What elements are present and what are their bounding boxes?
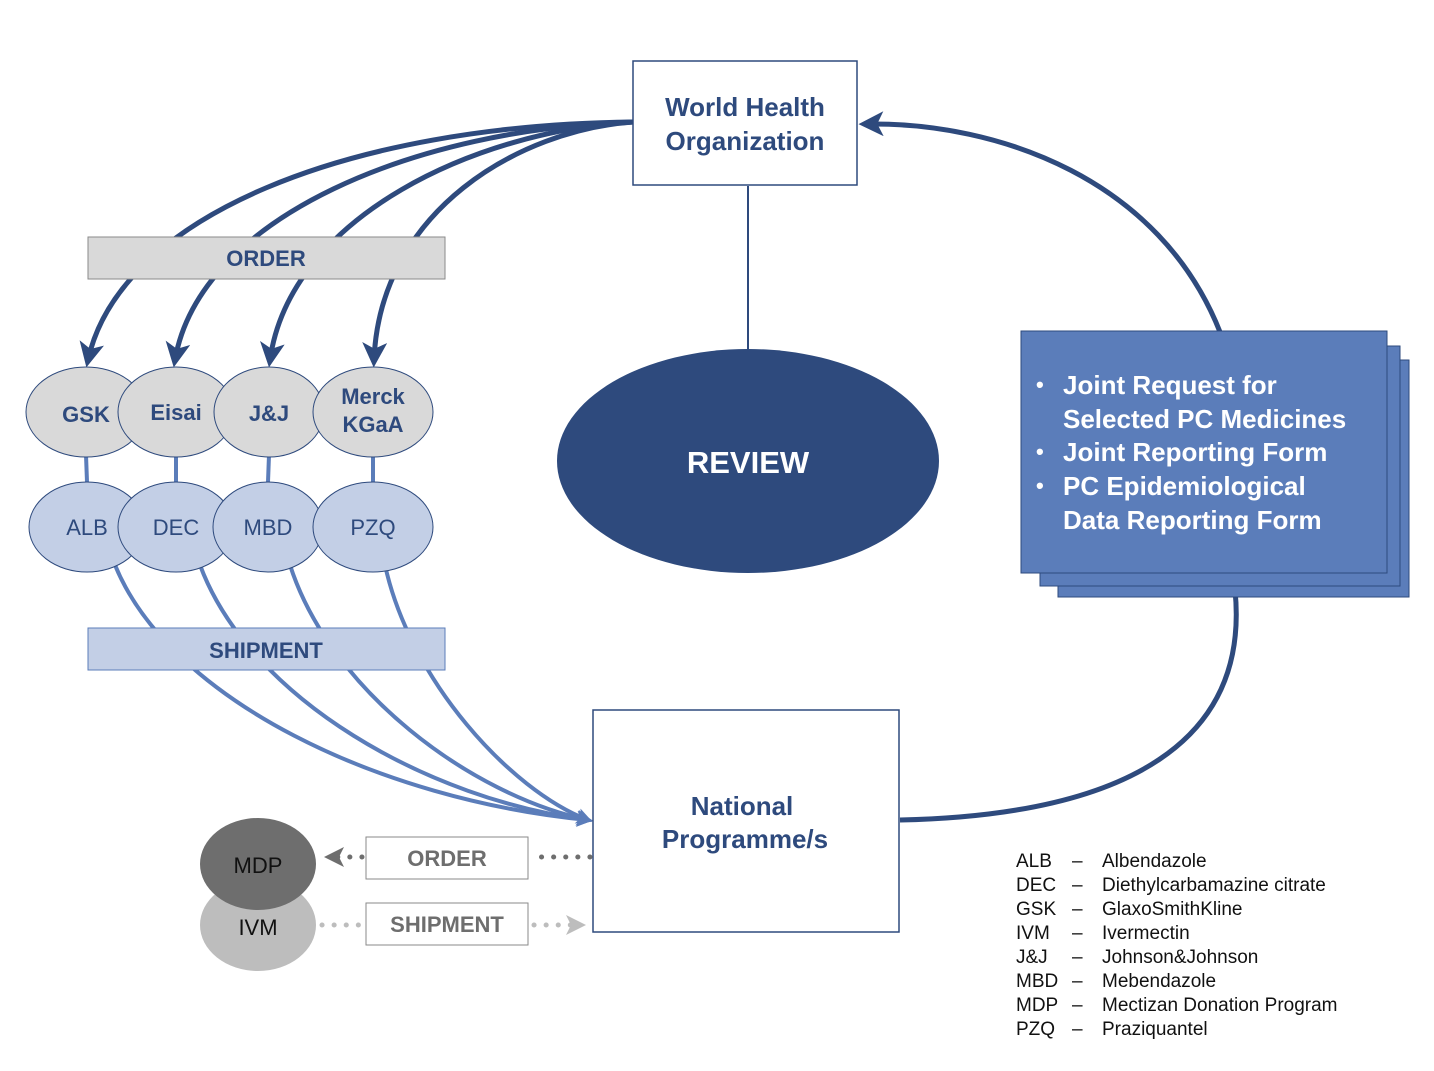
legend-row: IVM –Ivermectin <box>1016 922 1338 946</box>
medicine-mbd: MBD <box>212 481 324 573</box>
review-label: REVIEW <box>687 445 810 480</box>
order-arrow-jj <box>260 119 634 368</box>
shipment-arrow-mbd <box>288 564 593 826</box>
loop-arrow-forms-to-who <box>858 111 1223 333</box>
form-line: Selected PC Medicines <box>1063 404 1346 434</box>
form-line: PC Epidemiological <box>1063 471 1306 501</box>
national-label-line2: Programme/s <box>662 824 828 854</box>
company-gsk: GSK <box>25 366 147 458</box>
legend-row: ALB–Albendazole <box>1016 850 1338 874</box>
shipment-arrow-dec <box>198 564 593 827</box>
legend-row: GSK–GlaxoSmithKline <box>1016 898 1338 922</box>
mdp-shipment-box <box>365 902 529 946</box>
legend-row: PZQ–Praziquantel <box>1016 1018 1338 1042</box>
review-node: REVIEW <box>557 349 939 573</box>
shipment-label-box <box>87 627 446 671</box>
legend-abbr: MBD <box>1016 971 1059 992</box>
ivm-label: IVM <box>238 915 277 940</box>
medicine-alb: ALB <box>28 481 146 573</box>
company-label: Eisai <box>150 400 201 425</box>
legend-abbr: PZQ <box>1016 1019 1056 1040</box>
order-arrow-merck <box>362 119 634 368</box>
company-label: GSK <box>62 402 110 427</box>
company-merck: Merck KGaA <box>312 366 434 458</box>
legend-abbr: MDP <box>1016 995 1059 1016</box>
national-node: National Programme/s <box>592 709 900 933</box>
form-line: Joint Reporting Form <box>1063 437 1327 467</box>
abbreviation-legend: ALB–Albendazole DEC–Diethylcarbamazine c… <box>1016 850 1338 1042</box>
forms-stack: • Joint Request for Selected PC Medicine… <box>1020 330 1410 598</box>
legend-dash: – <box>1072 875 1083 896</box>
form-line: Joint Request for <box>1063 370 1277 400</box>
connector-jj-mbd <box>266 454 271 483</box>
bullet-icon: • <box>1036 372 1044 397</box>
legend-abbr: GSK <box>1016 899 1057 920</box>
order-arrow-gsk <box>79 119 634 368</box>
order-label-box <box>87 236 446 280</box>
legend-full: Diethylcarbamazine citrate <box>1102 875 1326 896</box>
legend-abbr: DEC <box>1016 875 1057 896</box>
legend-dash: – <box>1072 995 1083 1016</box>
medicine-label: DEC <box>153 515 200 540</box>
legend-dash: – <box>1072 1019 1083 1040</box>
legend-dash: – <box>1072 851 1083 872</box>
connector-gsk-alb <box>84 454 89 483</box>
company-label: KGaA <box>342 412 403 437</box>
company-jj: J&J <box>213 366 325 458</box>
shipment-arrow-alb <box>113 564 593 827</box>
legend-abbr: ALB <box>1016 851 1052 872</box>
legend-row: MBD–Mebendazole <box>1016 970 1338 994</box>
medicine-label: MBD <box>244 515 293 540</box>
order-label: ORDER <box>226 246 306 271</box>
legend-abbr: IVM <box>1016 923 1050 944</box>
medicine-label: PZQ <box>350 515 395 540</box>
mdp-label: MDP <box>234 853 283 878</box>
legend-full: Mectizan Donation Program <box>1102 995 1338 1016</box>
bullet-icon: • <box>1036 473 1044 498</box>
who-node: World Health Organization <box>632 60 858 186</box>
loop-arrow-national-to-who <box>899 589 1239 823</box>
legend-abbr: J&J <box>1016 947 1048 968</box>
medicine-pzq: PZQ <box>312 481 434 573</box>
legend-dash: – <box>1072 899 1083 920</box>
legend-full: Johnson&Johnson <box>1102 947 1259 968</box>
legend-row: DEC–Diethylcarbamazine citrate <box>1016 874 1338 898</box>
who-label-line2: Organization <box>666 126 825 156</box>
national-label-line1: National <box>691 791 794 821</box>
legend-dash: – <box>1072 923 1083 944</box>
company-label: J&J <box>249 401 289 426</box>
medicine-label: ALB <box>66 515 108 540</box>
legend-full: Ivermectin <box>1102 923 1190 944</box>
company-label: Merck <box>341 384 405 409</box>
mdp-order-label: ORDER <box>407 846 487 871</box>
legend-dash: – <box>1072 971 1083 992</box>
mdp-order-box <box>365 836 529 880</box>
legend-dash: – <box>1072 947 1083 968</box>
shipment-label: SHIPMENT <box>209 638 323 663</box>
shipment-arrow-pzq <box>383 564 593 824</box>
mdp-shipment-label: SHIPMENT <box>390 912 504 937</box>
legend-full: Praziquantel <box>1102 1019 1208 1040</box>
legend-full: Mebendazole <box>1102 971 1217 992</box>
bullet-icon: • <box>1036 439 1044 464</box>
order-arrow-eisai <box>165 119 634 368</box>
legend-row: J&J –Johnson&Johnson <box>1016 946 1338 970</box>
form-line: Data Reporting Form <box>1063 505 1322 535</box>
mdp-node: MDP <box>200 818 316 910</box>
who-label-line1: World Health <box>665 92 825 122</box>
legend-row: MDP–Mectizan Donation Program <box>1016 994 1338 1018</box>
legend-full: Albendazole <box>1102 851 1207 872</box>
legend-full: GlaxoSmithKline <box>1102 899 1243 920</box>
